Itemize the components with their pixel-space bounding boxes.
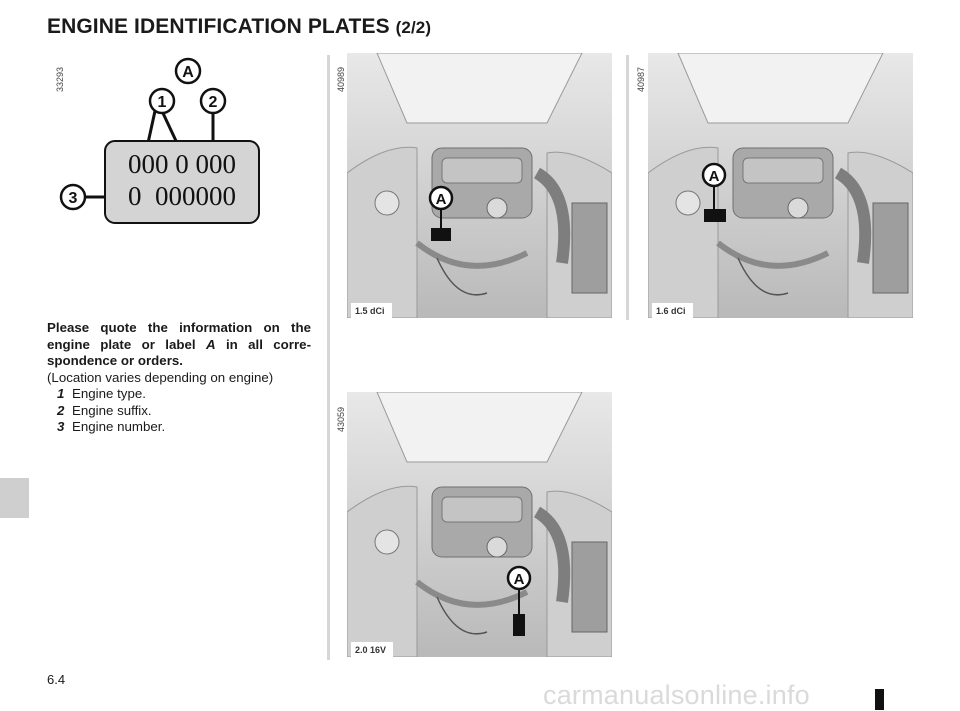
corner-mark bbox=[875, 689, 884, 710]
legend-item: 2 Engine suffix. bbox=[47, 403, 311, 420]
location-note: (Location varies depending on engine) bbox=[47, 369, 274, 385]
title-part: (2/2) bbox=[395, 18, 432, 37]
legend-item: 1 Engine type. bbox=[47, 386, 311, 403]
legend-number: 1 bbox=[57, 386, 65, 401]
label-a-badge bbox=[428, 185, 454, 211]
engine-label-marker bbox=[513, 614, 525, 636]
legend-list: 1 Engine type. 2 Engine suffix. 3 Engine nu… bbox=[47, 386, 311, 436]
engine-plate bbox=[104, 140, 260, 224]
legend-item: 3 Engine number. bbox=[47, 419, 311, 436]
legend-text: Engine suffix. bbox=[72, 402, 152, 418]
callout-1-badge bbox=[148, 87, 176, 115]
page-title: ENGINE IDENTIFICATION PLATES (2/2) bbox=[47, 15, 431, 39]
watermark: carmanualsonline.info bbox=[543, 680, 810, 710]
plate-line-1: 000 0 000 bbox=[128, 149, 236, 179]
legend-number: 2 bbox=[57, 402, 65, 418]
page-number: 6.4 bbox=[47, 672, 66, 687]
label-a: A bbox=[514, 571, 525, 588]
engine-photo-2-0-16v: A 2.0 16V bbox=[347, 392, 612, 657]
engine-label-marker bbox=[704, 209, 726, 222]
label-a: A bbox=[709, 168, 720, 185]
label-a: A bbox=[436, 191, 447, 208]
legend-number: 3 bbox=[57, 419, 65, 434]
plate-line-2: 0 000000 bbox=[128, 181, 236, 211]
instructions: Please quote the information on the engi… bbox=[47, 320, 311, 436]
intro-label: A bbox=[205, 336, 216, 352]
engine-caption: 1.5 dCi bbox=[351, 303, 392, 318]
callout-3: 3 bbox=[69, 190, 78, 207]
callout-3-badge bbox=[59, 183, 87, 211]
callout-a: A bbox=[182, 64, 194, 81]
legend-text: Engine number. bbox=[72, 419, 166, 434]
column-divider bbox=[626, 55, 629, 320]
engine-photo-1-5-dci: A 1.5 dCi bbox=[347, 53, 612, 318]
callout-1: 1 bbox=[158, 94, 167, 111]
intro-paragraph: Please quote the information on the engi… bbox=[47, 320, 311, 370]
label-a-badge bbox=[701, 162, 727, 188]
engine-plate-illustration: 000 0 000 0 000000 A 1 2 3 bbox=[59, 57, 260, 224]
engine-plate-diagram: 000 0 000 0 000000 A 1 2 3 bbox=[45, 55, 325, 245]
engine-bay-image: A bbox=[347, 53, 612, 318]
label-a-badge bbox=[506, 565, 532, 591]
intro-text: Please quote the information on the engi… bbox=[47, 320, 311, 352]
intro-text-end: in all corre­spondence or orders. bbox=[47, 336, 311, 369]
callout-2: 2 bbox=[209, 94, 218, 111]
engine-caption: 2.0 16V bbox=[351, 642, 394, 657]
legend-text: Engine type. bbox=[72, 386, 146, 401]
engine-bay-image: A bbox=[347, 392, 612, 657]
column-divider bbox=[327, 55, 330, 660]
engine-label-marker bbox=[431, 228, 451, 241]
figure-id: 40987 bbox=[636, 66, 646, 92]
callout-2-badge bbox=[199, 87, 227, 115]
engine-bay-image: A bbox=[648, 53, 913, 318]
section-tab bbox=[0, 478, 29, 518]
figure-id: 40989 bbox=[336, 66, 346, 92]
engine-photo-1-6-dci: A 1.6 dCi bbox=[648, 53, 913, 318]
figure-id: 43059 bbox=[336, 406, 346, 432]
callout-a-badge bbox=[174, 57, 202, 85]
engine-caption: 1.6 dCi bbox=[652, 303, 693, 318]
title-main: ENGINE IDENTIFICATION PLATES bbox=[47, 15, 390, 38]
